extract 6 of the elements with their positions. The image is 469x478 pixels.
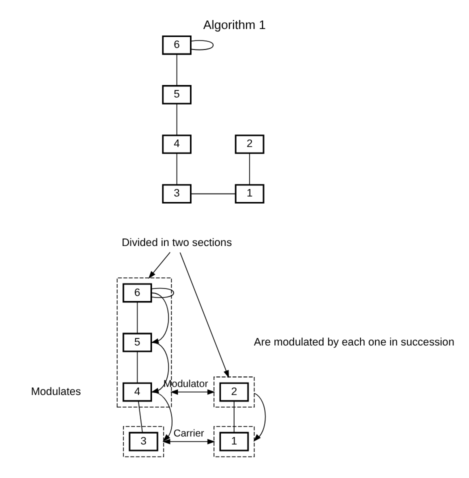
- edge-label: Modulator: [163, 378, 208, 390]
- label: Modulates: [31, 385, 81, 398]
- edge-label: Carrier: [173, 428, 204, 439]
- label: Are modulated by each one in succession: [254, 336, 454, 348]
- diagram-title: Algorithm 1: [203, 18, 266, 32]
- node-text: Divided in two sections: [122, 236, 232, 249]
